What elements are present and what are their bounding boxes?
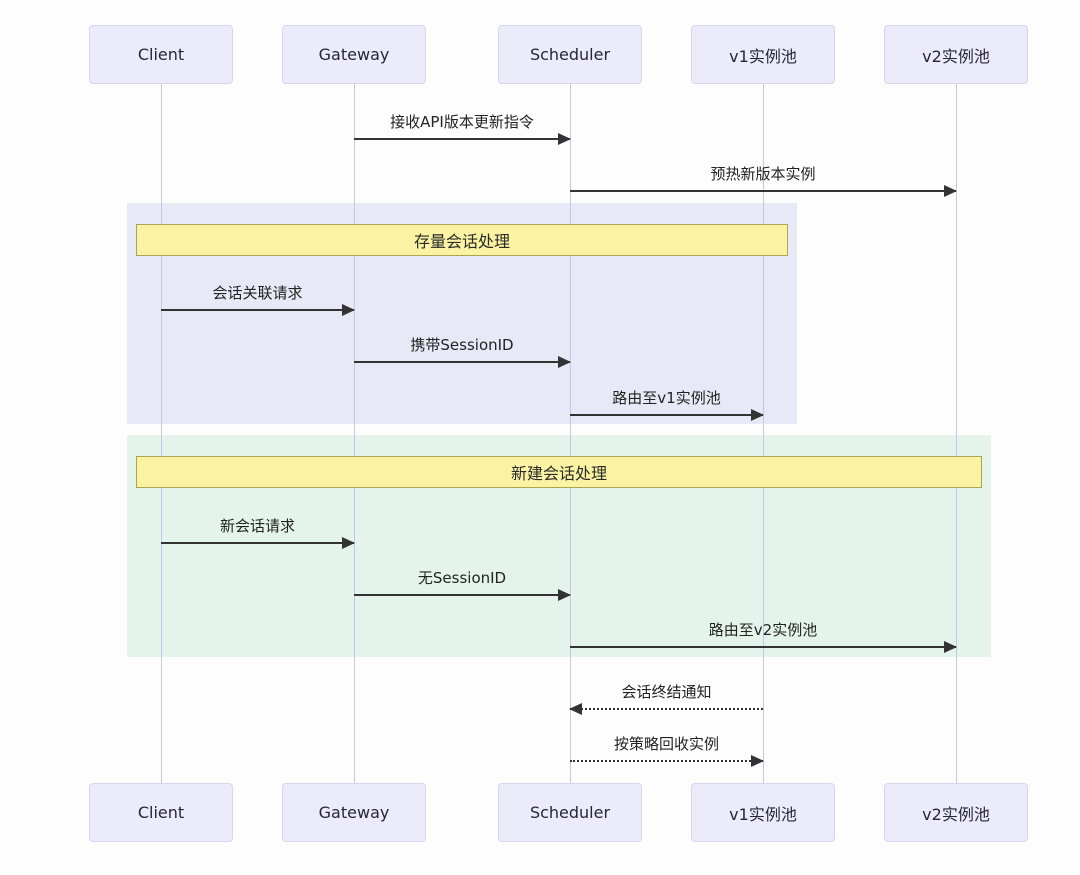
fragment-label-text: 新建会话处理 bbox=[510, 464, 607, 483]
actor-top-scheduler: Scheduler bbox=[498, 25, 642, 84]
message-label: 路由至v2实例池 bbox=[708, 621, 818, 639]
actor-bottom-client: Client bbox=[89, 783, 233, 842]
arrowhead-right-icon bbox=[944, 185, 957, 197]
actor-bottom-scheduler: Scheduler bbox=[498, 783, 642, 842]
message-label: 新会话请求 bbox=[219, 517, 295, 535]
actor-label: Scheduler bbox=[529, 45, 611, 64]
arrowhead-right-icon bbox=[342, 304, 355, 316]
fragment-label-new-sessions: 新建会话处理 bbox=[136, 456, 982, 488]
message-label: 无SessionID bbox=[417, 569, 507, 587]
actor-label: v1实例池 bbox=[729, 46, 797, 66]
message-session-terminate-notice: 会话终结通知 bbox=[569, 676, 763, 715]
arrowhead-right-icon bbox=[558, 356, 571, 368]
actor-label: Gateway bbox=[318, 803, 390, 822]
actor-top-gateway: Gateway bbox=[282, 25, 426, 84]
message-line bbox=[354, 356, 571, 368]
message-receive-api-update: 接收API版本更新指令 bbox=[354, 106, 571, 145]
message-label: 预热新版本实例 bbox=[710, 165, 816, 183]
actor-top-v2-pool: v2实例池 bbox=[884, 25, 1028, 84]
actor-top-v1-pool: v1实例池 bbox=[691, 25, 835, 84]
arrowhead-right-icon bbox=[751, 409, 764, 421]
message-line-dashed bbox=[570, 755, 764, 767]
message-label: 接收API版本更新指令 bbox=[390, 113, 534, 131]
message-line bbox=[161, 537, 355, 549]
actor-bottom-v1-pool: v1实例池 bbox=[691, 783, 835, 842]
message-line bbox=[570, 185, 957, 197]
actor-label: Client bbox=[137, 45, 185, 64]
arrowhead-right-icon bbox=[558, 589, 571, 601]
arrowhead-right-icon bbox=[751, 755, 764, 767]
actor-label: v2实例池 bbox=[922, 46, 990, 66]
message-no-sessionid: 无SessionID bbox=[354, 562, 571, 601]
actor-label: Client bbox=[137, 803, 185, 822]
lifeline-v2-pool bbox=[956, 84, 957, 785]
lifeline-client bbox=[161, 84, 162, 785]
message-prewarm-new-version: 预热新版本实例 bbox=[570, 158, 957, 197]
actor-label: v1实例池 bbox=[729, 804, 797, 824]
message-route-to-v1: 路由至v1实例池 bbox=[570, 382, 764, 421]
message-line bbox=[354, 589, 571, 601]
lifeline-scheduler bbox=[570, 84, 571, 785]
message-label: 路由至v1实例池 bbox=[612, 389, 721, 407]
message-route-to-v2: 路由至v2实例池 bbox=[570, 614, 957, 653]
message-line-dashed bbox=[569, 703, 763, 715]
fragment-label-text: 存量会话处理 bbox=[413, 232, 510, 251]
message-session-associate-request: 会话关联请求 bbox=[161, 277, 355, 316]
message-line bbox=[570, 409, 764, 421]
arrowhead-right-icon bbox=[944, 641, 957, 653]
lifeline-v1-pool bbox=[763, 84, 764, 785]
actor-top-client: Client bbox=[89, 25, 233, 84]
message-label: 会话终结通知 bbox=[621, 683, 712, 701]
actor-label: Gateway bbox=[318, 45, 390, 64]
message-with-sessionid: 携带SessionID bbox=[354, 329, 571, 368]
actor-label: v2实例池 bbox=[922, 804, 990, 824]
message-label: 按策略回收实例 bbox=[613, 735, 719, 753]
actor-bottom-gateway: Gateway bbox=[282, 783, 426, 842]
message-recycle-by-policy: 按策略回收实例 bbox=[570, 728, 764, 767]
message-new-session-request: 新会话请求 bbox=[161, 510, 355, 549]
message-label: 携带SessionID bbox=[410, 336, 514, 354]
message-label: 会话关联请求 bbox=[212, 284, 303, 302]
message-line bbox=[354, 133, 571, 145]
arrowhead-right-icon bbox=[342, 537, 355, 549]
arrowhead-right-icon bbox=[558, 133, 571, 145]
message-line bbox=[570, 641, 957, 653]
lifeline-gateway bbox=[354, 84, 355, 785]
actor-label: Scheduler bbox=[529, 803, 611, 822]
actor-bottom-v2-pool: v2实例池 bbox=[884, 783, 1028, 842]
message-line bbox=[161, 304, 355, 316]
arrowhead-left-icon bbox=[569, 703, 582, 715]
fragment-label-existing-sessions: 存量会话处理 bbox=[136, 224, 788, 256]
